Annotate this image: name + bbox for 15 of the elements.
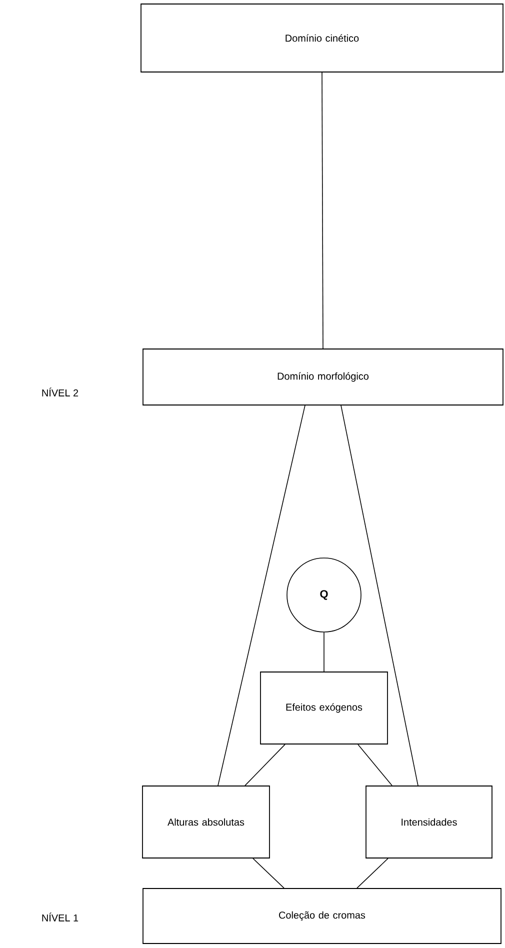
level-box: Domínio cinético (140, 4, 504, 72)
level-box: Coleção de cromas (142, 888, 502, 944)
level-box: Alturas absolutas (142, 786, 270, 858)
connector-line (322, 72, 324, 349)
level-label: NÍVEL 2 (42, 388, 78, 396)
connector-line (218, 405, 306, 786)
level-box: Domínio morfológico (142, 348, 504, 406)
connector-line (252, 858, 284, 888)
connector-line (244, 744, 286, 786)
connector-line (356, 858, 388, 888)
connector-line (340, 405, 418, 786)
level-box: Intensidades (366, 786, 492, 858)
connector-line (358, 744, 392, 786)
level-box: Efeitos exógenos (260, 672, 388, 744)
level-label: NÍVEL 1 (42, 912, 78, 922)
